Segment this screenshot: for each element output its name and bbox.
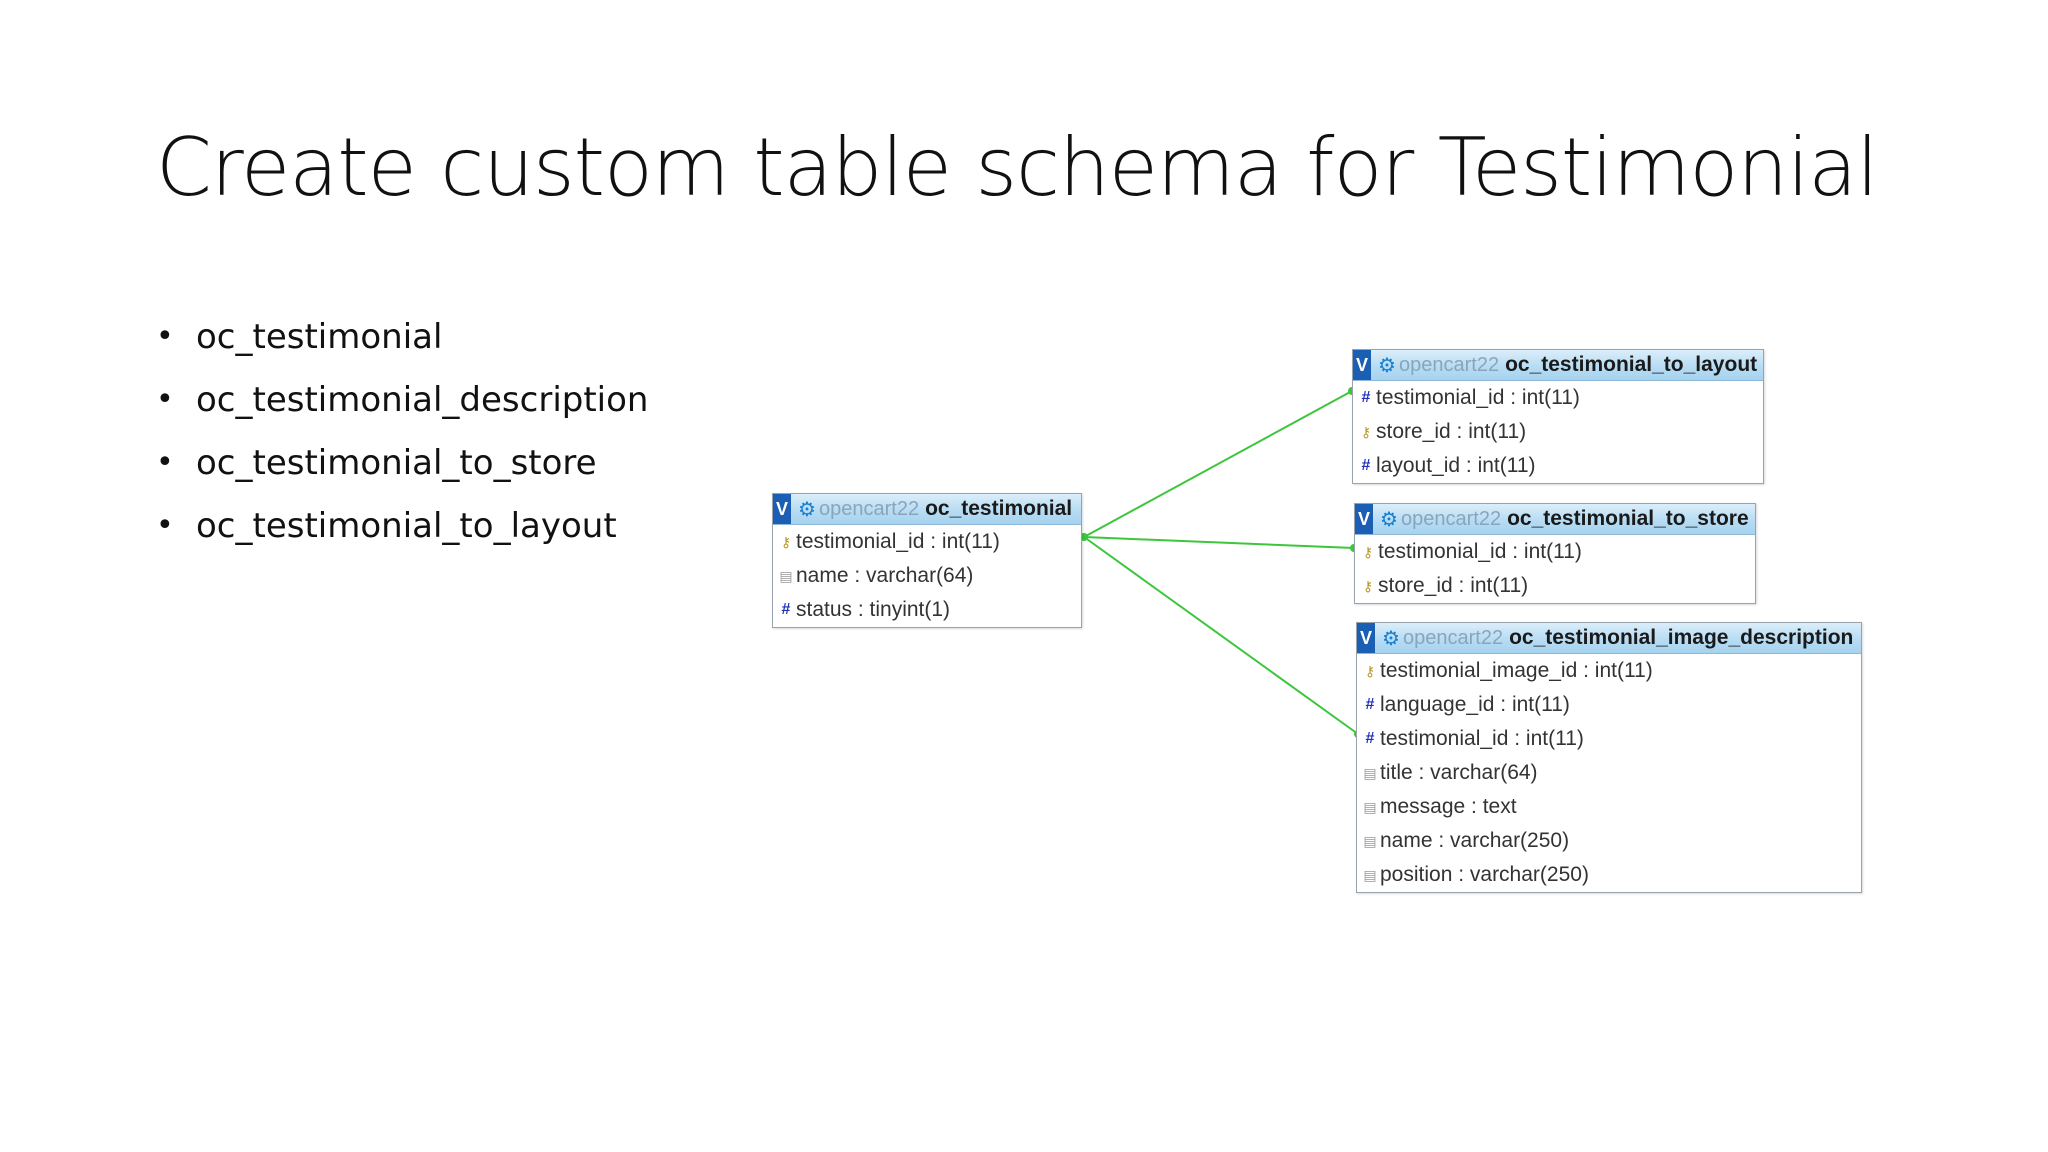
bullet-list: • oc_testimonial • oc_testimonial_descript… <box>156 305 648 557</box>
field-text: store_id : int(11) <box>1378 574 1529 597</box>
field-icon: ▤ <box>1363 833 1377 849</box>
bullet-dot-icon: • <box>156 507 174 543</box>
database-name: opencart22 <box>1401 507 1502 530</box>
bullet-text: oc_testimonial_description <box>196 379 649 420</box>
field-row[interactable]: # layout_id : int(11) <box>1353 449 1763 483</box>
relation-line-to-store <box>1083 536 1355 549</box>
field-text: testimonial_id : int(11) <box>796 530 1000 553</box>
gear-icon[interactable]: ⚙ <box>1378 354 1396 377</box>
field-text: title : varchar(64) <box>1380 761 1538 784</box>
bullet-dot-icon: • <box>156 318 174 354</box>
field-list: ⚷testimonial_image_id : int(11) # language… <box>1357 654 1861 892</box>
gear-icon[interactable]: ⚙ <box>1382 627 1400 650</box>
field-text: position : varchar(250) <box>1380 863 1589 886</box>
database-name: opencart22 <box>1403 626 1504 649</box>
table-oc-testimonial-to-layout[interactable]: V ⚙ opencart22 oc_testimonial_to_layout … <box>1352 349 1764 484</box>
index-icon: # <box>1361 389 1371 406</box>
field-row[interactable]: ⚷testimonial_id : int(11) <box>1355 535 1755 569</box>
table-oc-testimonial-to-store[interactable]: V ⚙ opencart22 oc_testimonial_to_store ⚷… <box>1354 503 1756 604</box>
field-text: testimonial_id : int(11) <box>1378 540 1582 563</box>
bullet-item: • oc_testimonial_description <box>156 368 648 431</box>
relation-dot-source <box>1080 533 1088 541</box>
field-text: message : text <box>1380 795 1517 818</box>
field-row[interactable]: # testimonial_id : int(11) <box>1357 722 1861 756</box>
bullet-text: oc_testimonial_to_store <box>196 442 597 483</box>
field-list: ⚷testimonial_id : int(11)▤name : varchar… <box>773 525 1081 627</box>
key-icon: ⚷ <box>780 534 792 550</box>
index-icon: # <box>1361 457 1371 474</box>
index-icon: # <box>781 601 791 618</box>
collapse-toggle-icon[interactable]: V <box>773 494 791 524</box>
field-row[interactable]: # status : tinyint(1) <box>773 593 1081 627</box>
table-header[interactable]: V ⚙ opencart22 oc_testimonial_to_store <box>1355 504 1755 535</box>
bullet-dot-icon: • <box>156 381 174 417</box>
key-icon: ⚷ <box>1362 578 1374 594</box>
table-oc-testimonial[interactable]: V ⚙ opencart22 oc_testimonial ⚷testimoni… <box>772 493 1082 628</box>
field-icon: ▤ <box>1363 867 1377 883</box>
key-icon: ⚷ <box>1360 424 1372 440</box>
field-text: testimonial_image_id : int(11) <box>1380 659 1653 682</box>
index-icon: # <box>1365 730 1375 747</box>
field-text: testimonial_id : int(11) <box>1380 727 1584 750</box>
field-row[interactable]: ⚷testimonial_image_id : int(11) <box>1357 654 1861 688</box>
field-row[interactable]: ⚷store_id : int(11) <box>1353 415 1763 449</box>
field-row[interactable]: # testimonial_id : int(11) <box>1353 381 1763 415</box>
field-text: name : varchar(250) <box>1380 829 1570 852</box>
relation-line-to-layout <box>1083 390 1353 538</box>
bullet-item: • oc_testimonial_to_layout <box>156 494 648 557</box>
table-header[interactable]: V ⚙ opencart22 oc_testimonial <box>773 494 1081 525</box>
field-row[interactable]: ▤title : varchar(64) <box>1357 756 1861 790</box>
key-icon: ⚷ <box>1364 663 1376 679</box>
collapse-toggle-icon[interactable]: V <box>1353 350 1371 380</box>
collapse-toggle-icon[interactable]: V <box>1355 504 1373 534</box>
field-icon: ▤ <box>1363 765 1377 781</box>
field-row[interactable]: ▤position : varchar(250) <box>1357 858 1861 892</box>
field-text: testimonial_id : int(11) <box>1376 386 1580 409</box>
bullet-text: oc_testimonial <box>196 316 443 357</box>
table-header[interactable]: V ⚙ opencart22 oc_testimonial_to_layout <box>1353 350 1763 381</box>
bullet-dot-icon: • <box>156 444 174 480</box>
gear-icon[interactable]: ⚙ <box>1380 508 1398 531</box>
slide-title: Create custom table schema for Testimoni… <box>156 121 1879 214</box>
field-icon: ▤ <box>779 568 793 584</box>
field-text: language_id : int(11) <box>1380 693 1570 716</box>
bullet-text: oc_testimonial_to_layout <box>196 505 617 546</box>
table-name: oc_testimonial_to_store <box>1507 507 1749 530</box>
field-list: #testimonial_id : int(11)⚷store_id : int… <box>1353 381 1763 483</box>
field-icon: ▤ <box>1363 799 1377 815</box>
collapse-toggle-icon[interactable]: V <box>1357 623 1375 653</box>
table-name: oc_testimonial_to_layout <box>1505 353 1758 376</box>
bullet-item: • oc_testimonial_to_store <box>156 431 648 494</box>
field-row[interactable]: ⚷testimonial_id : int(11) <box>773 525 1081 559</box>
table-header[interactable]: V ⚙ opencart22 oc_testimonial_image_desc… <box>1357 623 1861 654</box>
key-icon: ⚷ <box>1362 544 1374 560</box>
field-text: store_id : int(11) <box>1376 420 1527 443</box>
table-name: oc_testimonial <box>925 497 1073 520</box>
field-text: name : varchar(64) <box>796 564 974 587</box>
field-row[interactable]: ▤name : varchar(250) <box>1357 824 1861 858</box>
field-text: layout_id : int(11) <box>1376 454 1536 477</box>
field-list: ⚷testimonial_id : int(11)⚷store_id : int… <box>1355 535 1755 603</box>
gear-icon[interactable]: ⚙ <box>798 498 816 521</box>
database-name: opencart22 <box>1399 353 1500 376</box>
field-row[interactable]: ▤message : text <box>1357 790 1861 824</box>
field-row[interactable]: ▤name : varchar(64) <box>773 559 1081 593</box>
field-text: status : tinyint(1) <box>796 598 951 621</box>
bullet-item: • oc_testimonial <box>156 305 648 368</box>
table-name: oc_testimonial_image_description <box>1509 626 1854 649</box>
database-name: opencart22 <box>819 497 920 520</box>
index-icon: # <box>1365 696 1375 713</box>
field-row[interactable]: ⚷store_id : int(11) <box>1355 569 1755 603</box>
relation-line-to-image-description <box>1083 536 1359 735</box>
table-oc-testimonial-image-description[interactable]: V ⚙ opencart22 oc_testimonial_image_desc… <box>1356 622 1862 893</box>
field-row[interactable]: # language_id : int(11) <box>1357 688 1861 722</box>
